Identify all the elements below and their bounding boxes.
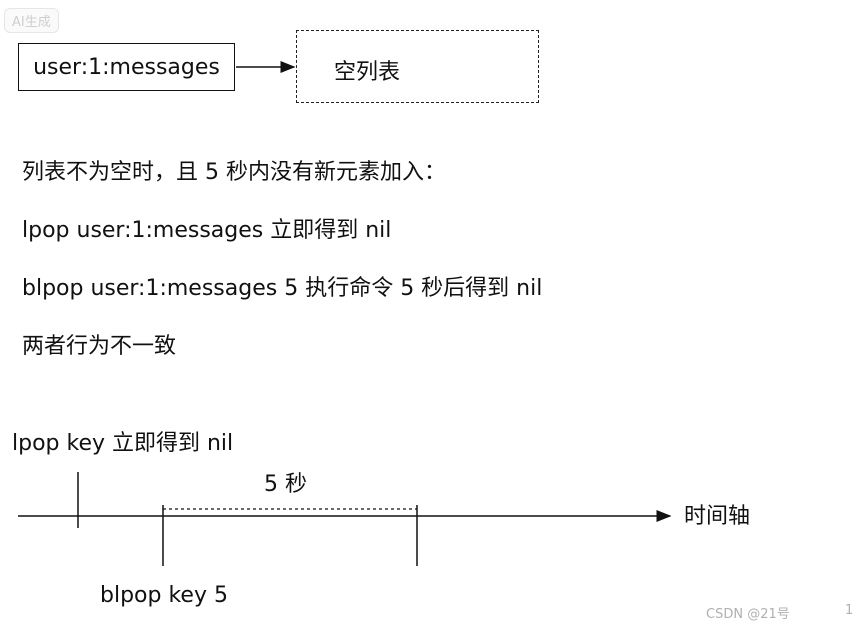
empty-list-label: 空列表 (334, 60, 401, 85)
explanation-line-4: 两者行为不一致 (22, 334, 177, 359)
interval-label: 5 秒 (264, 472, 307, 497)
time-axis-label: 时间轴 (684, 504, 751, 529)
explanation-line-2: lpop user:1:messages 立即得到 nil (22, 218, 392, 243)
lpop-timeline-label: lpop key 立即得到 nil (12, 431, 234, 456)
redis-key-label: user:1:messages (33, 54, 220, 80)
page-number: 1 (845, 603, 854, 618)
ai-generated-badge: AI生成 (4, 8, 59, 33)
blpop-timeline-label: blpop key 5 (100, 583, 228, 608)
redis-key-box: user:1:messages (18, 43, 235, 91)
explanation-line-3: blpop user:1:messages 5 执行命令 5 秒后得到 nil (22, 276, 543, 301)
explanation-line-1: 列表不为空时，且 5 秒内没有新元素加入： (22, 160, 446, 185)
watermark-text: CSDN @21号 (706, 607, 790, 622)
empty-list-box (296, 30, 539, 103)
